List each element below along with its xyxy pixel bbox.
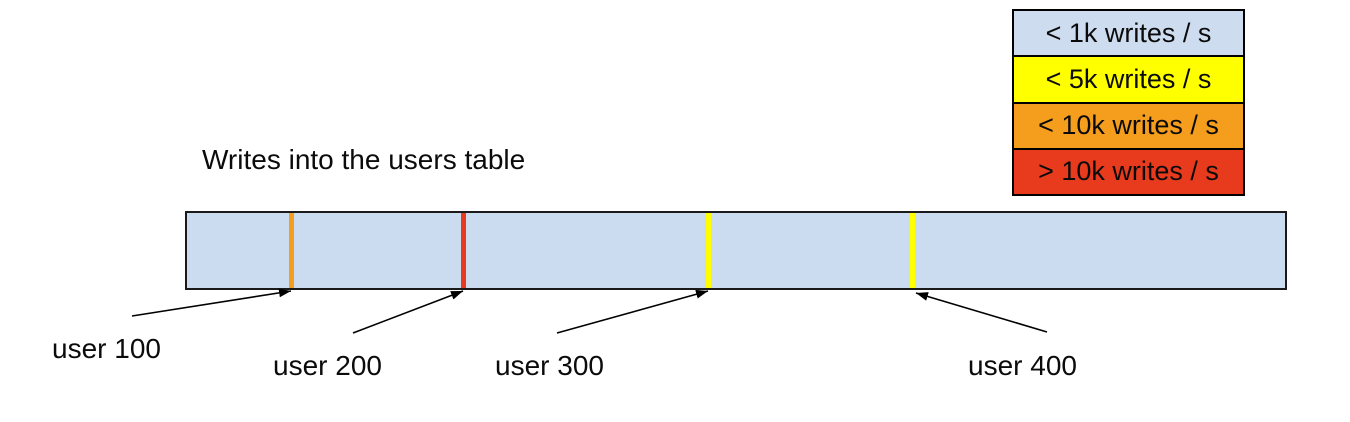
legend-item-label: < 10k writes / s xyxy=(1038,110,1219,141)
annotation-arrow xyxy=(556,289,709,334)
legend-item-label: < 1k writes / s xyxy=(1045,17,1212,48)
write-hotspot-stripe-user-100 xyxy=(289,213,294,288)
legend: < 1k writes / s < 5k writes / s < 10k wr… xyxy=(1012,9,1245,196)
write-hotspot-stripe-user-200 xyxy=(461,213,466,288)
write-hotspot-stripe-user-400 xyxy=(910,213,915,288)
user-label: user 400 xyxy=(968,350,1077,381)
legend-item-lt-1k: < 1k writes / s xyxy=(1014,11,1243,56)
annotation-arrow xyxy=(915,292,1048,333)
annotation-arrow xyxy=(131,288,292,317)
legend-item-lt-5k: < 5k writes / s xyxy=(1014,55,1243,102)
legend-item-label: > 10k writes / s xyxy=(1038,156,1219,187)
users-table-bar xyxy=(185,211,1287,290)
legend-item-label: < 5k writes / s xyxy=(1045,63,1212,94)
diagram-title: Writes into the users table xyxy=(202,144,526,175)
annotation-arrow xyxy=(352,290,464,334)
write-hotspot-stripe-user-300 xyxy=(706,213,711,288)
user-label: user 200 xyxy=(273,350,382,381)
legend-item-lt-10k: < 10k writes / s xyxy=(1014,101,1243,148)
legend-item-gt-10k: > 10k writes / s xyxy=(1014,147,1243,194)
user-label: user 100 xyxy=(52,333,161,364)
user-label: user 300 xyxy=(495,350,604,381)
